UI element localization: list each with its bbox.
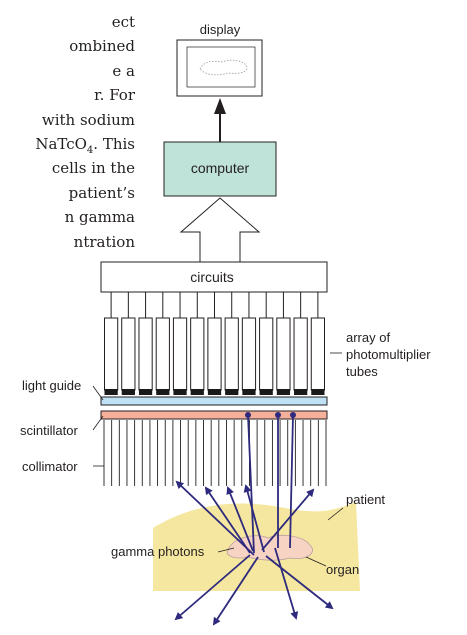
pmt-label-line3: tubes	[346, 364, 378, 379]
pmt-base	[276, 389, 291, 395]
computer-box	[163, 141, 277, 197]
photomultiplier-array	[104, 292, 325, 395]
text-line: r. For	[94, 86, 135, 105]
gamma-ray	[265, 555, 334, 610]
text-line: e a	[112, 61, 135, 80]
patient-leader	[327, 507, 344, 521]
circuits-box	[100, 261, 328, 293]
light-guide-bar	[100, 396, 328, 406]
gamma-ray	[212, 556, 259, 626]
pmt-base	[190, 389, 204, 395]
display-label: display	[200, 22, 241, 37]
gamma-photons-label: gamma photons	[111, 544, 205, 559]
collimator-label: collimator	[22, 459, 78, 474]
scintillator-label: scintillator	[20, 423, 78, 438]
light-guide-label: light guide	[22, 378, 81, 393]
text-line: patient’s	[68, 183, 135, 202]
pmt-base	[121, 389, 135, 395]
pmt-base	[311, 389, 325, 395]
pmt-tube	[190, 317, 205, 391]
gamma-ray	[204, 486, 251, 554]
detection-dot	[245, 412, 251, 418]
pmt-label-line2: photomultiplier	[346, 347, 431, 362]
pmt-base	[156, 389, 170, 395]
scintillator-bar	[100, 410, 328, 420]
pmt-base	[225, 389, 239, 395]
formula-subscript: 4	[86, 144, 94, 156]
pmt-tube	[104, 317, 119, 391]
light-guide-leader	[92, 385, 104, 401]
signal-hollow-arrow	[179, 197, 261, 262]
text-line: ect	[111, 13, 135, 31]
pmt-tube	[259, 317, 274, 391]
pmt-base	[242, 389, 256, 395]
display-screen	[186, 46, 256, 88]
gamma-ray	[289, 414, 294, 549]
formula-text: NaTcO	[35, 134, 87, 153]
pmt-tube	[207, 317, 222, 391]
text-line: ntration	[73, 232, 135, 251]
pmt-tube	[293, 317, 308, 391]
formula-suffix: . This	[93, 134, 135, 153]
pmt-base	[104, 389, 118, 395]
detection-dot	[275, 412, 281, 418]
gamma-ray	[175, 480, 255, 556]
display-blob-image	[199, 59, 248, 76]
pmt-tube	[310, 317, 325, 391]
gamma-leader	[217, 547, 235, 553]
gamma-ray	[174, 554, 251, 621]
scintillator-leader	[92, 415, 104, 431]
computer-label: computer	[191, 160, 250, 176]
pmt-tube	[172, 317, 188, 391]
pmt-tube	[276, 317, 291, 391]
gamma-ray	[243, 484, 265, 553]
text-line: cells in the	[51, 159, 135, 178]
gamma-rays	[174, 414, 334, 626]
pmt-base	[294, 389, 308, 395]
text-line: with sodium	[41, 110, 135, 129]
pmt-tube	[224, 317, 239, 391]
text-line-formula: NaTcO4. This	[0, 132, 135, 156]
organ-leader	[305, 556, 327, 567]
pmt-tube	[138, 317, 153, 391]
pmt-tube	[121, 317, 136, 391]
pmt-base	[173, 389, 187, 395]
body-text-fragment: ect ombined e a r. For with sodium NaTcO…	[0, 10, 135, 254]
patient-label: patient	[346, 492, 385, 507]
collimator-lines	[103, 420, 327, 486]
organ-label: organ	[326, 562, 359, 577]
gamma-ray	[274, 547, 299, 620]
text-line: ombined	[69, 37, 135, 56]
circuits-label: circuits	[190, 269, 234, 285]
output-arrow-head	[214, 98, 226, 114]
pmt-base	[207, 389, 222, 395]
pmt-tube	[241, 317, 257, 391]
text-line: n gamma	[64, 208, 135, 227]
detection-dot	[290, 412, 296, 418]
pmt-base	[138, 389, 153, 395]
pmt-tube	[155, 317, 170, 391]
gamma-ray	[226, 486, 254, 552]
gamma-ray	[261, 488, 315, 551]
pmt-label-line1: array of	[346, 330, 390, 345]
pmt-base	[259, 389, 273, 395]
gamma-ray	[247, 414, 255, 554]
